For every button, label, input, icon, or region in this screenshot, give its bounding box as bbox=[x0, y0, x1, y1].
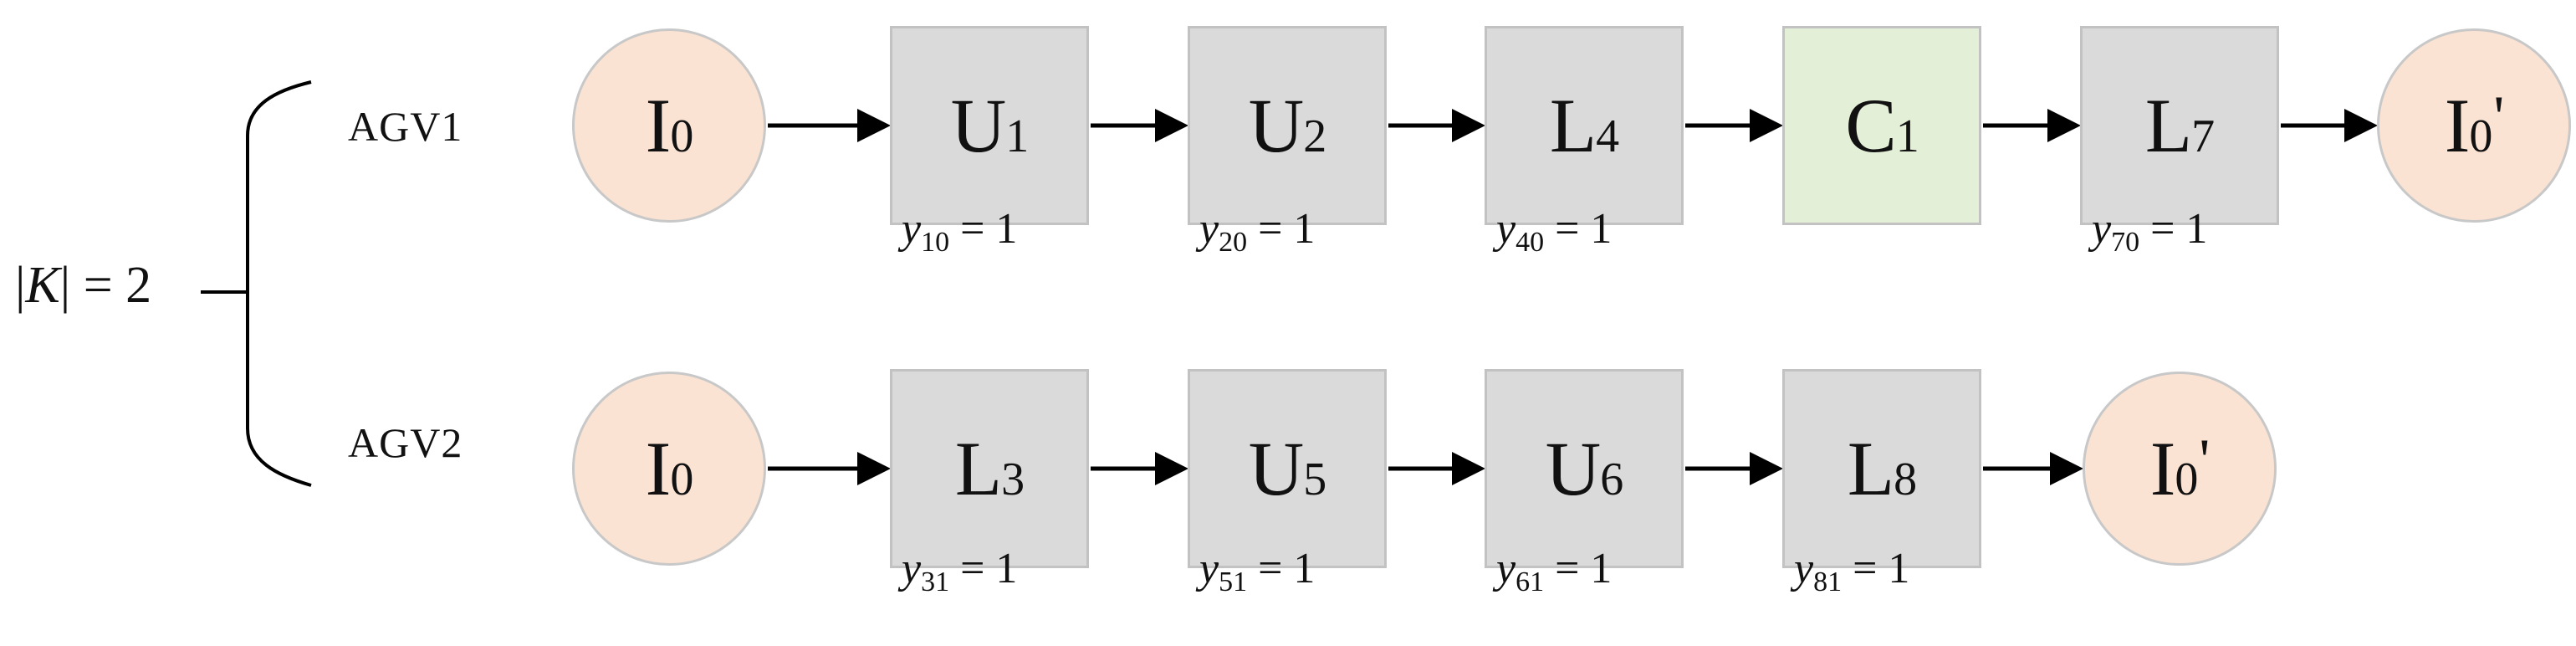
task-node-U1[interactable]: U1 bbox=[890, 26, 1089, 225]
node-label: U1 bbox=[950, 83, 1029, 168]
node-label: U6 bbox=[1545, 426, 1623, 511]
set-symbol: K bbox=[25, 257, 60, 314]
agv-label-2: AGV2 bbox=[348, 419, 463, 466]
task-node-L4[interactable]: L4 bbox=[1485, 26, 1684, 225]
depot-node-I0-end[interactable]: I0' bbox=[2083, 372, 2277, 566]
task-node-U6[interactable]: U6 bbox=[1485, 369, 1684, 568]
assignment-variable: y51 = 1 bbox=[1199, 545, 1316, 597]
depot-node-I0[interactable]: I0 bbox=[572, 28, 766, 223]
node-label: L8 bbox=[1847, 426, 1917, 511]
assignment-variable: y10 = 1 bbox=[902, 205, 1018, 258]
task-node-L8[interactable]: L8 bbox=[1782, 369, 1981, 568]
depot-node-I0-end[interactable]: I0' bbox=[2377, 28, 2571, 223]
node-label: L7 bbox=[2144, 83, 2215, 168]
node-label: U5 bbox=[1248, 426, 1326, 511]
task-node-L3[interactable]: L3 bbox=[890, 369, 1089, 568]
node-label: U2 bbox=[1248, 83, 1326, 168]
charge-node-C1[interactable]: C1 bbox=[1782, 26, 1981, 225]
depot-node-I0[interactable]: I0 bbox=[572, 372, 766, 566]
set-size-value: = 2 bbox=[83, 257, 152, 314]
assignment-variable: y61 = 1 bbox=[1496, 545, 1613, 597]
node-label: I0 bbox=[645, 426, 694, 511]
agv-label-1: AGV1 bbox=[348, 103, 463, 150]
node-label: C1 bbox=[1845, 83, 1919, 168]
task-node-L7[interactable]: L7 bbox=[2080, 26, 2279, 225]
brace bbox=[201, 80, 312, 487]
task-node-U2[interactable]: U2 bbox=[1188, 26, 1387, 225]
node-label: L4 bbox=[1549, 83, 1619, 168]
node-label: I0 bbox=[645, 83, 694, 168]
assignment-variable: y81 = 1 bbox=[1794, 545, 1910, 597]
node-label: L3 bbox=[954, 426, 1025, 511]
assignment-variable: y70 = 1 bbox=[2092, 205, 2208, 258]
assignment-variable: y40 = 1 bbox=[1496, 205, 1613, 258]
task-node-U5[interactable]: U5 bbox=[1188, 369, 1387, 568]
set-size-label: |K| = 2 bbox=[15, 257, 152, 314]
node-label: I0' bbox=[2444, 83, 2505, 168]
node-label: I0' bbox=[2149, 426, 2211, 511]
assignment-variable: y31 = 1 bbox=[902, 545, 1018, 597]
assignment-variable: y20 = 1 bbox=[1199, 205, 1316, 258]
